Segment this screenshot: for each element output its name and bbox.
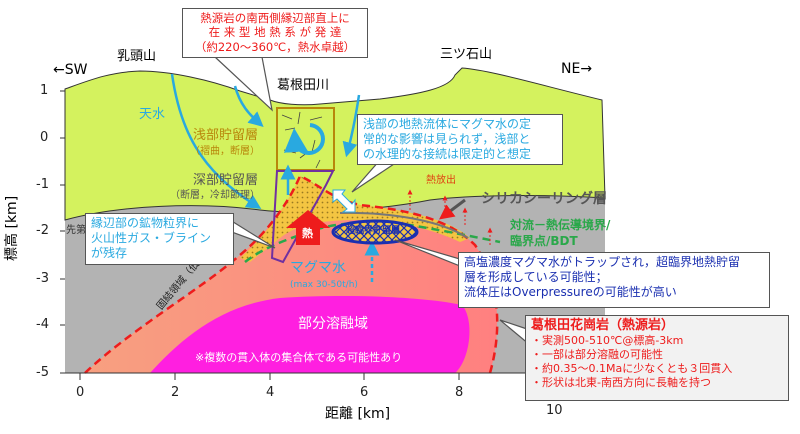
silica-sealing-label: シリカシーリング層 xyxy=(481,191,607,207)
meteoric-flow-arrow xyxy=(170,73,262,210)
meteoric-water-label: 天水 xyxy=(139,107,166,122)
callout-line: 火山性ガス・ブライン xyxy=(91,231,212,245)
bidirectional-arrow-icon xyxy=(332,189,356,213)
partial-melt-note: ※複数の貫入体の集合体である可能性あり xyxy=(195,351,403,364)
heat-arrow-icon xyxy=(286,210,330,245)
shallow-reservoir-sub: （褶曲，断層） xyxy=(190,146,260,157)
partial-melt-label: 部分溶融域 xyxy=(298,316,368,332)
place-kakkonda-river: 葛根田川 xyxy=(277,78,330,93)
callout-line: 層を形成している可能性； xyxy=(464,270,608,284)
boundary-label-2: 臨界点/BDT xyxy=(510,234,578,248)
shallow-convection-icon xyxy=(283,123,325,155)
callout-line: 高塩濃度マグマ水がトラップされ，超臨界地熱貯留 xyxy=(464,255,741,269)
callout-line: 熱源岩の南西側縁辺部直上に xyxy=(200,11,350,25)
y-tick: -5 xyxy=(36,365,49,380)
callout-line: 常的な影響は見られず，浅部と xyxy=(363,132,531,146)
magma-water-label: マグマ水 xyxy=(290,260,346,276)
callout-pointers xyxy=(213,56,531,347)
heat-label: 熱 xyxy=(302,227,313,240)
silica-pointer-arrow xyxy=(439,198,466,220)
y-tick: -3 xyxy=(36,271,49,286)
deep-reservoir-label: 深部貯留層 xyxy=(193,173,259,188)
silica-sealing-layer xyxy=(240,176,470,262)
place-nyuto: 乳頭山 xyxy=(117,49,157,64)
x-tick: 0 xyxy=(76,385,85,400)
boundary-label: 対流－熱伝導境界/ xyxy=(510,218,611,232)
callout-line: が残存 xyxy=(91,246,128,260)
direction-ne: NE→ xyxy=(561,61,593,77)
callout-margin-brine: 縁辺部の鉱物粒界に 火山性ガス・ブライン が残存 xyxy=(85,213,234,265)
callout-supercritical-brine: 高塩濃度マグマ水がトラップされ，超臨界地熱貯留 層を形成している可能性； 流体圧… xyxy=(458,252,770,308)
x-tick: 6 xyxy=(360,385,369,400)
x-tick: 2 xyxy=(171,385,180,400)
callout-line: （約220～360℃，熱水卓越） xyxy=(194,39,356,54)
deep-reservoir-sub: （断層，冷却節理） xyxy=(170,190,260,201)
supercritical-reservoir xyxy=(331,219,419,245)
granite-item: ・実測500-510℃@標高-3km xyxy=(531,334,684,348)
callout-conventional-system: 熱源岩の南西側縁辺部直上に 在 来 型 地 熱 系 が 発 達 （約220～36… xyxy=(182,8,368,58)
x-tick: 8 xyxy=(455,385,464,400)
callout-line: 浅部の地熱流体にマグマ水の定 xyxy=(363,117,532,131)
callout-kakkonda-granite: 葛根田花崗岩（熱源岩） ・実測500-510℃@標高-3km ・一部は部分溶融の… xyxy=(525,315,789,401)
meteoric-flow-arrow xyxy=(233,85,264,127)
basement-label: 先第 xyxy=(66,225,86,236)
callout-shallow-connection: 浅部の地熱流体にマグマ水の定 常的な影響は見られず，浅部と の水理的な接続は限定… xyxy=(357,114,563,165)
y-tick: 1 xyxy=(40,83,49,98)
callout-line: 在 来 型 地 熱 系 が 発 達 xyxy=(208,25,342,40)
x-tick: 4 xyxy=(266,385,275,400)
upflow-arrow xyxy=(342,94,361,158)
granite-title: 葛根田花崗岩（熱源岩） xyxy=(531,318,675,333)
callout-line: 縁辺部の鉱物粒界に xyxy=(91,216,200,230)
silica-sealing-line xyxy=(339,211,469,239)
shallow-reservoir-label: 浅部貯留層 xyxy=(193,128,259,143)
granite-item: ・約0.35～0.1Maに少なくとも３回貫入 xyxy=(531,361,733,375)
direction-sw: ←SW xyxy=(53,62,88,78)
y-tick: -2 xyxy=(36,223,49,238)
callout-line: の水理的な接続は限定的と想定 xyxy=(363,147,532,161)
magma-water-rate: (max 30-50t/h) xyxy=(290,280,358,290)
x-tick: 10 xyxy=(546,403,563,418)
y-tick: -1 xyxy=(36,177,49,192)
y-tick: -4 xyxy=(36,317,49,332)
y-axis-label: 標高 [km] xyxy=(4,195,21,261)
x-axis-label: 距離 [km] xyxy=(325,406,391,422)
place-mitsuishi: 三ツ石山 xyxy=(440,47,493,62)
y-tick: 0 xyxy=(40,130,49,145)
supercritical-label: 超臨界貯留層 xyxy=(346,226,401,236)
granite-item: ・一部は部分溶融の可能性 xyxy=(531,348,663,361)
partial-melt-region xyxy=(150,296,470,373)
callout-line: 流体圧はOverpressureの可能性が高い xyxy=(464,285,677,299)
granite-item: ・形状は北東-南西方向に長軸を持つ xyxy=(531,375,711,389)
heat-release-label: 熱放出 xyxy=(426,175,456,186)
